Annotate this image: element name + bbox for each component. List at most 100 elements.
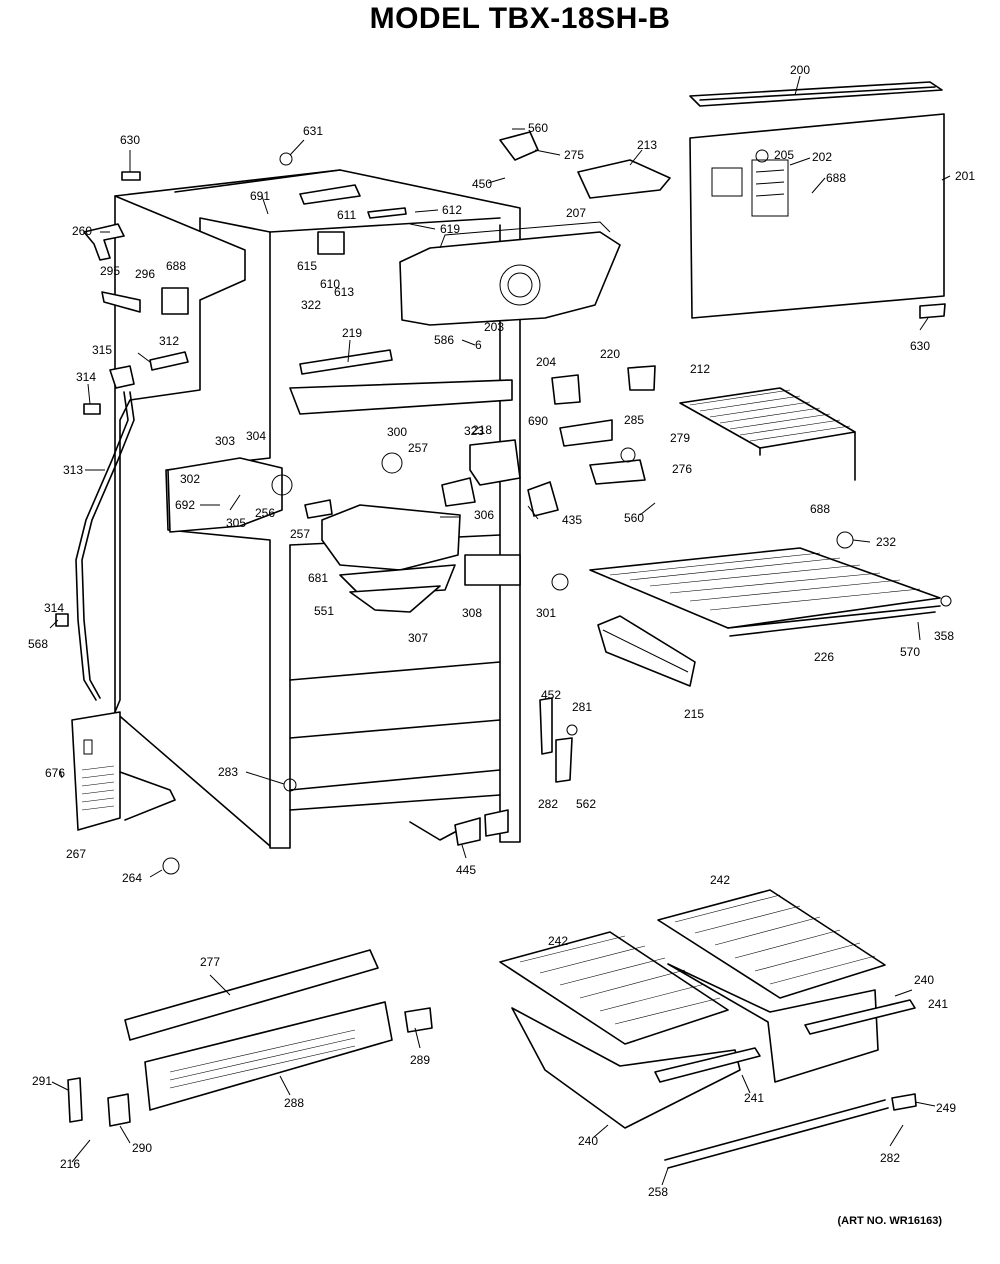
part-label: 613 [334, 285, 354, 299]
part-label: 257 [408, 441, 428, 455]
part-label: 212 [690, 362, 710, 376]
part-label: 283 [218, 765, 238, 779]
part-label: 275 [564, 148, 584, 162]
part-label: 219 [342, 326, 362, 340]
part-label: 619 [440, 222, 460, 236]
part-label: 688 [166, 259, 186, 273]
page-title: MODEL TBX-18SH-B [369, 2, 671, 35]
part-label: 257 [290, 527, 310, 541]
small-parts [55, 131, 952, 1127]
tube-313 [75, 391, 129, 701]
part-label: 303 [215, 434, 235, 448]
part-label: 240 [578, 1134, 598, 1148]
part-label: 249 [936, 1101, 956, 1115]
part-label: 204 [536, 355, 556, 369]
part-label: 676 [45, 766, 65, 780]
evaporator [399, 221, 621, 326]
part-label: 308 [462, 606, 482, 620]
part-label: 562 [576, 797, 596, 811]
part-label: 289 [410, 1053, 430, 1067]
part-label: 218 [472, 423, 492, 437]
part-label: 445 [456, 863, 476, 877]
part-label: 242 [710, 873, 730, 887]
part-label: 630 [120, 133, 140, 147]
crisper-right [657, 889, 916, 1083]
part-label: 688 [810, 502, 830, 516]
part-label: 240 [914, 973, 934, 987]
part-label: 560 [624, 511, 644, 525]
part-label: 277 [200, 955, 220, 969]
part-label: 256 [255, 506, 275, 520]
part-label: 312 [159, 334, 179, 348]
part-label: 435 [562, 513, 582, 527]
part-label: 631 [303, 124, 323, 138]
part-label: 258 [648, 1185, 668, 1199]
part-label: 295 [100, 264, 120, 278]
part-label: 450 [472, 177, 492, 191]
control-housing [167, 457, 283, 533]
part-label: 285 [624, 413, 644, 427]
part-label: 304 [246, 429, 266, 443]
part-label: 681 [308, 571, 328, 585]
part-label: 281 [572, 700, 592, 714]
part-label: 241 [928, 997, 948, 1011]
part-label: 300 [387, 425, 407, 439]
part-label: 610 [320, 277, 340, 291]
crisper-left [499, 931, 761, 1129]
part-label: 315 [92, 343, 112, 357]
part-label: 691 [250, 189, 270, 203]
part-label: 358 [934, 629, 954, 643]
part-label: 205 [774, 148, 794, 162]
fan-housing [321, 504, 461, 571]
part-label: 586 [434, 333, 454, 347]
shelf-rail [289, 379, 513, 415]
part-label: 296 [135, 267, 155, 281]
part-label: 6 [475, 338, 482, 352]
part-label: 313 [63, 463, 83, 477]
art-number: (ART NO. WR16163) [837, 1215, 942, 1227]
part-label: 452 [541, 688, 561, 702]
part-label: 301 [536, 606, 556, 620]
trim-277 [124, 949, 379, 1041]
wire-shelf-lower [589, 547, 941, 637]
part-label: 688 [826, 171, 846, 185]
part-label: 612 [442, 203, 462, 217]
part-label: 264 [122, 871, 142, 885]
compressor-cover [71, 711, 176, 831]
wire-shelf-upper [679, 387, 856, 481]
part-label: 302 [180, 472, 200, 486]
part-label: 692 [175, 498, 195, 512]
part-label: 215 [684, 707, 704, 721]
part-label: 551 [314, 604, 334, 618]
part-label: 630 [910, 339, 930, 353]
part-label: 282 [880, 1151, 900, 1165]
part-label: 615 [297, 259, 317, 273]
part-label: 306 [474, 508, 494, 522]
grille-288 [144, 1001, 393, 1111]
part-label: 220 [600, 347, 620, 361]
part-label: 290 [132, 1141, 152, 1155]
part-label: 226 [814, 650, 834, 664]
part-label: 267 [66, 847, 86, 861]
door-panel-assembly [689, 81, 945, 319]
bar-258 [664, 1099, 886, 1161]
part-label: 570 [900, 645, 920, 659]
part-label: 314 [44, 601, 64, 615]
part-label: 323 [464, 424, 484, 438]
part-label: 568 [28, 637, 48, 651]
part-label: 305 [226, 516, 246, 530]
part-label: 260 [72, 224, 92, 238]
part-label: 307 [408, 631, 428, 645]
part-labels: 200 631 560 275 213 201 205 202 688 630 … [28, 63, 975, 1199]
part-label: 202 [812, 150, 832, 164]
part-label: 690 [528, 414, 548, 428]
part-label: 314 [76, 370, 96, 384]
part-label: 276 [672, 462, 692, 476]
part-label: 611 [337, 208, 356, 222]
part-label: 560 [528, 121, 548, 135]
part-label: 279 [670, 431, 690, 445]
part-label: 282 [538, 797, 558, 811]
part-label: 203 [484, 320, 504, 334]
part-label: 213 [637, 138, 657, 152]
